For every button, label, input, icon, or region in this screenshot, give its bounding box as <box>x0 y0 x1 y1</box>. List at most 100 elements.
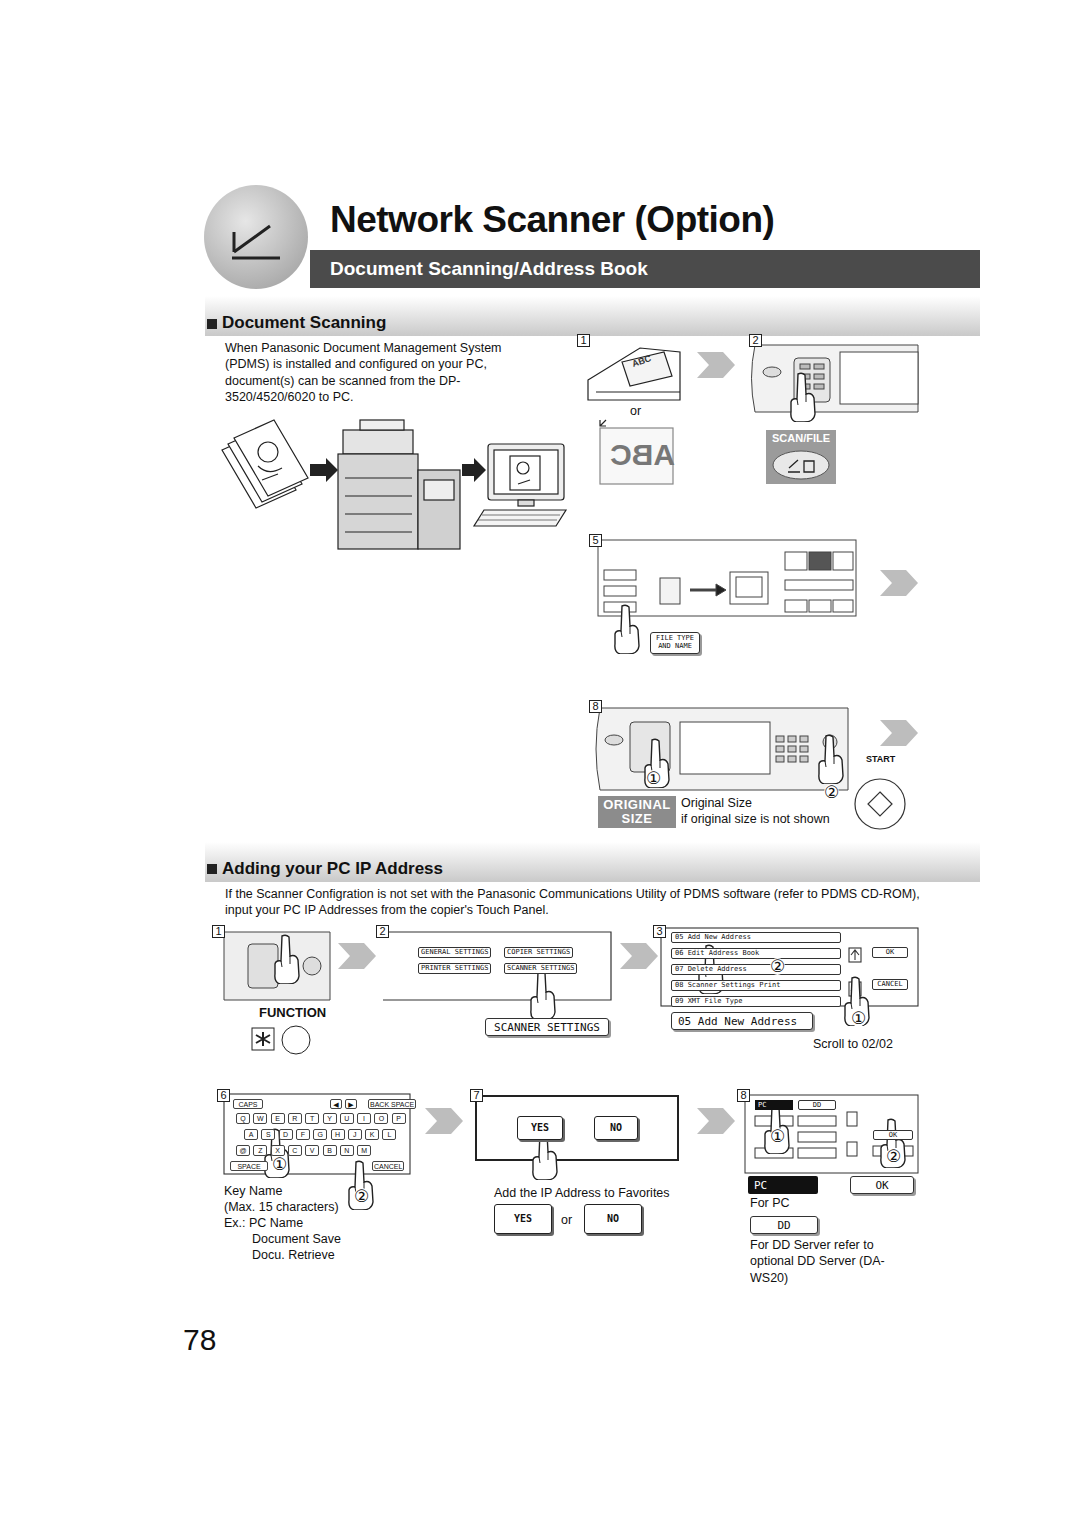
keyboard-key: M <box>357 1145 371 1156</box>
asterisk-symbol <box>256 1032 270 1046</box>
node-text: 1 <box>215 926 221 937</box>
node-text: SCANNER SETTINGS <box>494 1022 600 1033</box>
callout-number: ① <box>770 1128 785 1145</box>
screen-button: PRINTER SETTINGS <box>418 963 491 974</box>
page-title: Network Scanner (Option) <box>330 200 774 241</box>
dialog-button: YES <box>494 1204 552 1234</box>
bullet-square <box>207 319 217 329</box>
function-button <box>282 1026 310 1054</box>
keyboard-key: K <box>365 1129 379 1140</box>
node-text: I <box>363 1115 365 1122</box>
control-panel <box>596 708 848 790</box>
node-text: OK <box>889 1132 897 1139</box>
node-text: C <box>292 1147 297 1154</box>
node-text: P <box>396 1115 401 1122</box>
keyboard-key: H <box>331 1129 345 1140</box>
node-text: PC <box>754 1180 767 1191</box>
keyboard-key: E <box>271 1113 285 1124</box>
section-icon <box>204 185 308 289</box>
node-text: Document Scanning/Address Book <box>330 259 648 280</box>
node-text: 08 Scanner Settings Print <box>675 982 780 989</box>
screen-button: SCANNER SETTINGS <box>504 963 577 974</box>
keyboard-key: I <box>357 1113 371 1124</box>
node-text: ▶ <box>348 1101 353 1108</box>
node-text: 7 <box>473 1090 479 1101</box>
note-text: (Max. 15 characters) <box>224 1199 339 1215</box>
screen-frame <box>661 928 918 1006</box>
screen-button: OK <box>850 1176 914 1194</box>
selected-button: PC <box>755 1100 793 1110</box>
section-band <box>205 842 980 882</box>
node-text: G <box>317 1131 322 1138</box>
node-text: ◀ <box>333 1101 338 1108</box>
screen-button: DD <box>750 1216 818 1234</box>
step-number: 2 <box>376 925 389 938</box>
control-panel <box>224 932 330 1000</box>
screen-frame <box>383 932 611 1000</box>
scan-key-ground <box>766 430 836 484</box>
note-text: Add the IP Address to Favorites <box>494 1185 670 1201</box>
note-text: For DD Server refer to optional DD Serve… <box>750 1237 902 1286</box>
screen-button: GENERAL SETTINGS <box>418 947 491 958</box>
note-text: For PC <box>750 1195 790 1211</box>
step-number: 8 <box>589 700 602 713</box>
keyboard-key: Z <box>253 1145 267 1156</box>
menu-item: 06 Edit Address Book <box>671 948 841 959</box>
node-text: K <box>370 1131 375 1138</box>
screen-button: SCANNER SETTINGS <box>485 1018 609 1036</box>
node-text: SPACE <box>237 1163 260 1170</box>
dialog-button: NO <box>594 1116 638 1140</box>
section-heading: Document Scanning <box>205 296 980 336</box>
node-text: FILE TYPE AND NAME <box>653 635 697 650</box>
menu-item: 05 Add New Address <box>671 932 841 943</box>
note-text: Scroll to 02/02 <box>813 1036 893 1052</box>
dialog-button: NO <box>584 1204 642 1234</box>
section-band <box>205 296 980 336</box>
node-text: X <box>275 1147 280 1154</box>
node-text: A <box>249 1131 254 1138</box>
callout-number: ② <box>824 784 839 801</box>
node-text: DD <box>777 1220 790 1231</box>
node-text: 3 <box>656 926 662 937</box>
keyboard-key: D <box>279 1129 293 1140</box>
node-text: 8 <box>740 1090 746 1101</box>
node-text: L <box>387 1131 391 1138</box>
note-text: Key Name <box>224 1183 282 1199</box>
scanner-icon <box>232 226 280 258</box>
control-panel <box>752 345 919 412</box>
node-text: NO <box>610 1123 622 1133</box>
keyboard-key: N <box>340 1145 354 1156</box>
callout-number: ② <box>770 958 785 975</box>
menu-item: 07 Delete Address <box>671 964 841 975</box>
node-text: PC <box>758 1102 766 1109</box>
original-size-key: ORIGINAL SIZE <box>598 796 676 828</box>
screen-button: FILE TYPE AND NAME <box>650 632 700 654</box>
node-text: O <box>379 1115 384 1122</box>
note-text: or <box>630 403 641 419</box>
keyboard-key: @ <box>236 1145 250 1156</box>
screen-button: CANCEL <box>872 979 908 990</box>
node-text: Y <box>327 1115 332 1122</box>
note-text: When Panasonic Document Management Syste… <box>225 340 515 405</box>
node-text: YES <box>531 1123 549 1133</box>
callout-number: ② <box>886 1148 901 1165</box>
callout-number: ① <box>646 770 661 787</box>
note-text: Docu. Retrieve <box>252 1247 335 1263</box>
menu-item: 09 XMT File Type <box>671 996 841 1007</box>
callout-number: ① <box>272 1156 287 1173</box>
node-text: D <box>283 1131 288 1138</box>
screen-button: OK <box>873 1130 913 1140</box>
screen-button: COPIER SETTINGS <box>504 947 573 958</box>
keyboard-key: S <box>261 1129 275 1140</box>
sample-text: ABC <box>631 354 652 369</box>
keyboard-key: C <box>288 1145 302 1156</box>
node-text: 2 <box>752 335 758 346</box>
section-heading: Adding your PC IP Address <box>205 842 980 882</box>
node-text: Document Scanning <box>222 314 386 333</box>
keyboard-key: Q <box>236 1113 250 1124</box>
callout-number: ② <box>354 1188 369 1205</box>
keyboard-key: W <box>253 1113 267 1124</box>
screen-frame <box>745 1095 918 1173</box>
overview-illustration <box>222 420 566 549</box>
keyboard-key: BACK SPACE <box>368 1099 416 1109</box>
